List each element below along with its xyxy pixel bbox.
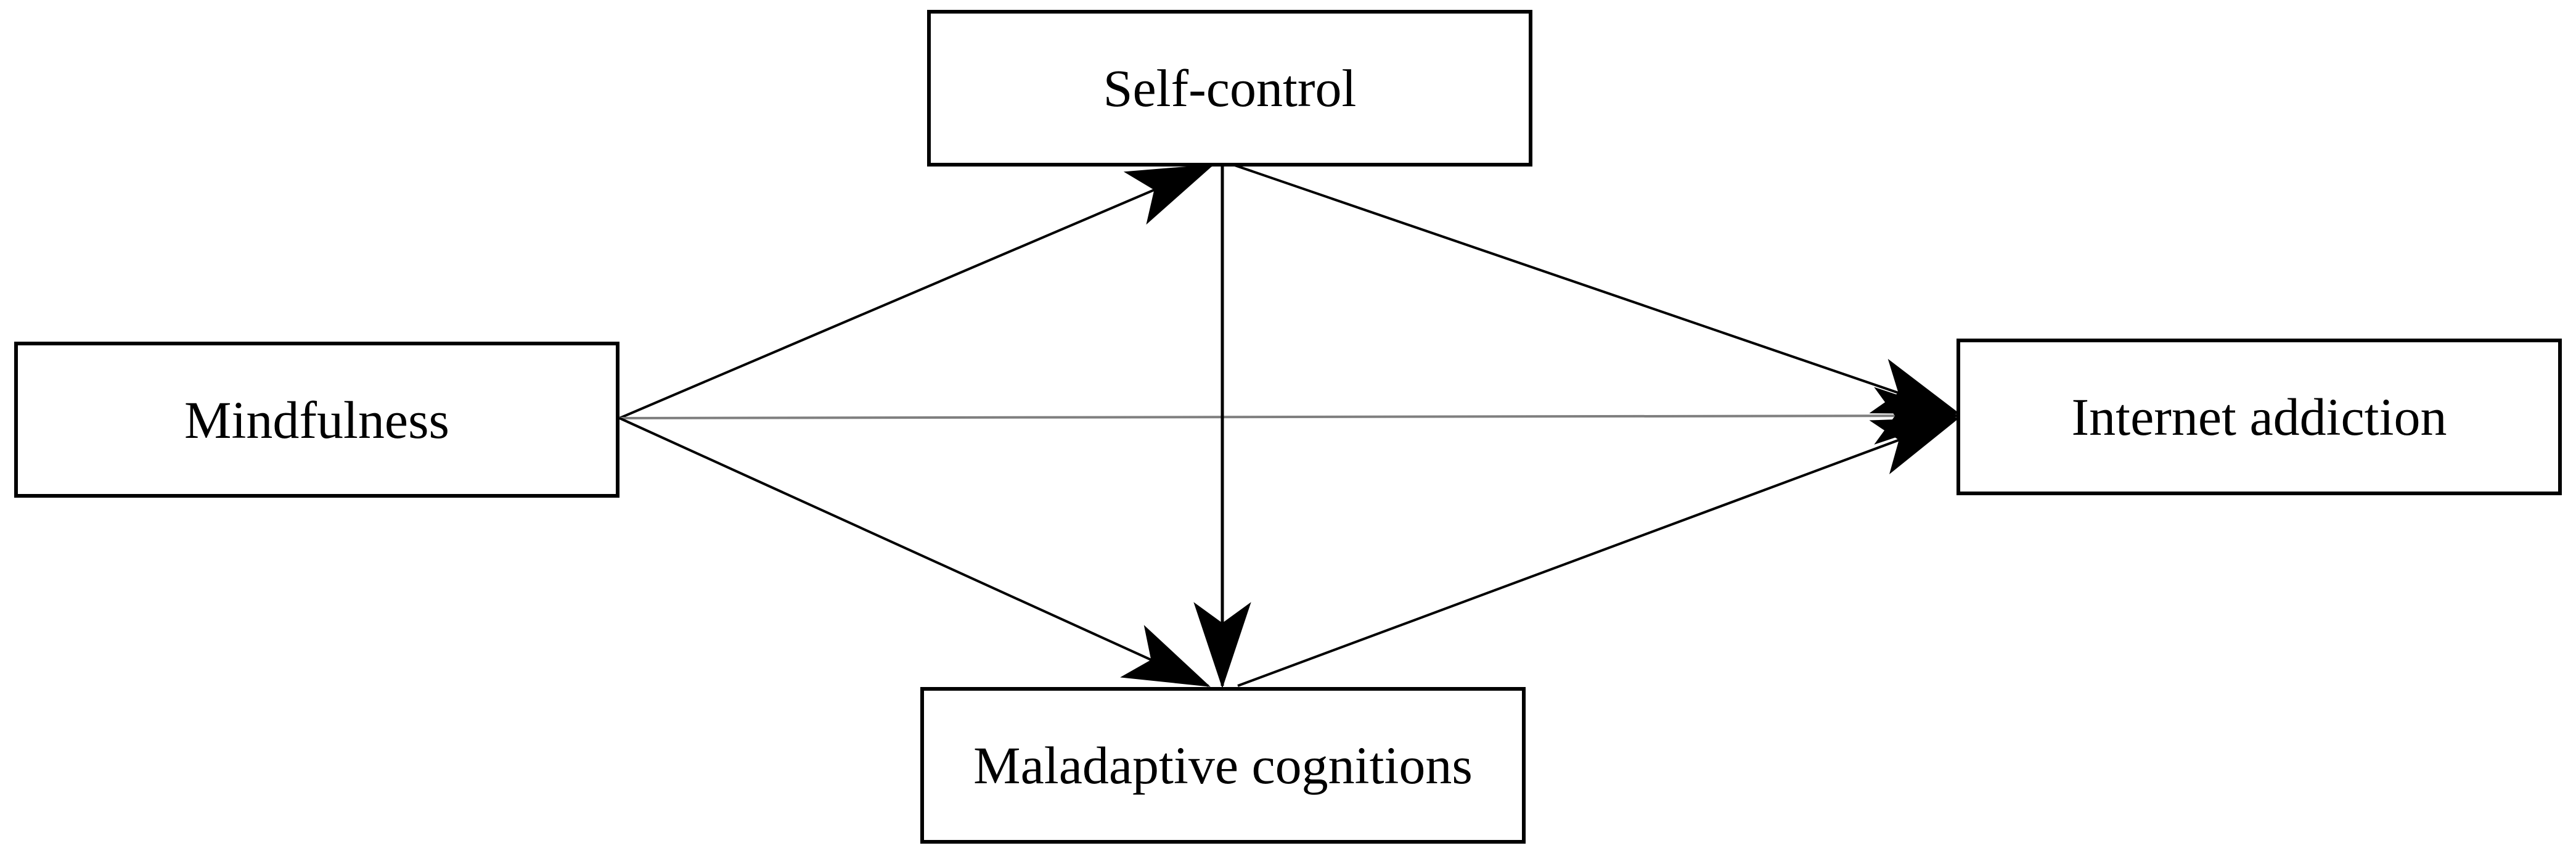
node-self-control: Self-control [927, 10, 1532, 167]
arrow-self-control-to-internet-addiction [1234, 164, 1961, 414]
node-mindfulness-label: Mindfulness [184, 390, 449, 450]
node-internet-addiction: Internet addiction [1957, 339, 2562, 495]
arrow-mindfulness-to-maladaptive-cognitions [619, 417, 1211, 687]
node-self-control-label: Self-control [1103, 59, 1357, 118]
node-maladaptive-cognitions: Maladaptive cognitions [920, 687, 1526, 844]
arrow-mindfulness-to-self-control [619, 164, 1214, 419]
node-maladaptive-cognitions-label: Maladaptive cognitions [973, 736, 1473, 795]
node-mindfulness: Mindfulness [14, 342, 619, 498]
arrow-maladaptive-cognitions-to-internet-addiction [1237, 417, 1960, 687]
arrow-mindfulness-to-internet-addiction [619, 387, 1961, 445]
node-internet-addiction-label: Internet addiction [2071, 387, 2447, 447]
